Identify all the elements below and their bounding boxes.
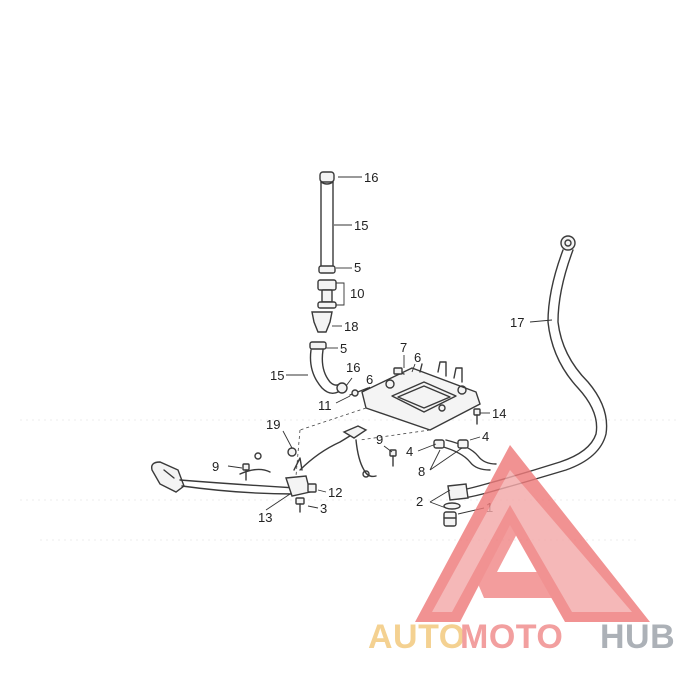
callout-15-lower: 15 [270, 368, 284, 383]
callout-5-upper: 5 [354, 260, 361, 275]
callout-6-upper: 6 [414, 350, 421, 365]
vent-hose-assembly [309, 171, 369, 397]
switch-harness [150, 425, 397, 513]
callout-19: 19 [266, 417, 280, 432]
callout-15-upper: 15 [354, 218, 368, 233]
automotohub-logo: AUTO MOTO HUB [368, 445, 675, 656]
logo-text-auto: AUTO [368, 618, 466, 656]
logo-triangle-outer [415, 445, 650, 622]
callout-9-right: 9 [376, 432, 383, 447]
callout-labels: 16 15 5 10 18 5 15 7 6 16 6 11 14 19 9 4… [212, 170, 524, 525]
callout-7: 7 [400, 340, 407, 355]
callout-6-mid: 6 [366, 372, 373, 387]
mounting-plate [299, 361, 481, 441]
logo-triangle-inner [470, 500, 562, 598]
callout-12: 12 [328, 485, 342, 500]
logo-text-moto: MOTO [460, 618, 563, 656]
callout-16-mid: 16 [346, 360, 360, 375]
callout-9-left: 9 [212, 459, 219, 474]
callout-2: 2 [416, 494, 423, 509]
callout-8: 8 [418, 464, 425, 479]
callout-13: 13 [258, 510, 272, 525]
callout-17: 17 [510, 315, 524, 330]
callout-16-top: 16 [364, 170, 378, 185]
callout-10: 10 [350, 286, 364, 301]
logo-triangle-cut [432, 470, 632, 612]
background-haze [20, 419, 680, 541]
callout-11: 11 [318, 398, 332, 413]
callout-5-lower: 5 [340, 341, 347, 356]
callout-3: 3 [320, 501, 327, 516]
callout-14: 14 [492, 406, 506, 421]
callout-4-right: 4 [482, 429, 489, 444]
callout-18: 18 [344, 319, 358, 334]
logo-text-hub: HUB [600, 618, 675, 656]
callout-4-left: 4 [406, 444, 413, 459]
